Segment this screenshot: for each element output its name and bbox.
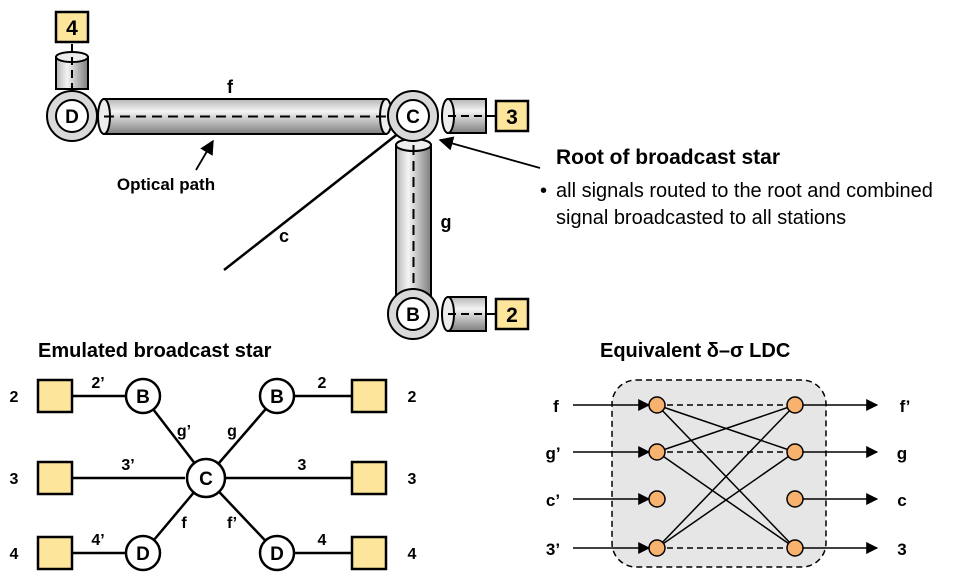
station4-link-cylinder	[55, 44, 89, 96]
emu-right-station-box	[350, 535, 388, 571]
fiber-g-cylinder	[395, 138, 432, 304]
emu-node-right-B: B	[258, 377, 296, 415]
root-note-title: Root of broadcast star	[556, 146, 781, 169]
emu-left-station-box	[36, 535, 74, 571]
fiber-g-label: g	[441, 212, 452, 232]
emu-left-station-3-label: 3	[10, 471, 19, 488]
emu-spoke-f-label: f	[181, 515, 187, 532]
optical-path-arrow	[195, 139, 214, 171]
emu-right-station-4-label: 4	[408, 546, 417, 563]
fiber-c-label: c	[279, 226, 289, 246]
root-arrow	[438, 136, 541, 169]
svg-text:B: B	[270, 387, 284, 408]
emu-node-right-D: D	[258, 534, 296, 572]
station-4-box	[54, 10, 90, 44]
emu-right-station-box	[350, 378, 388, 414]
bullet-dot: •	[540, 180, 548, 202]
optical-path-label: Optical path	[117, 175, 215, 194]
ldc-output-dot	[786, 539, 804, 557]
station3-link-cylinder	[441, 98, 496, 134]
top-network: 4 3 2 D C B f g c Optical path	[46, 10, 541, 340]
emu-left-station-4-label: 4	[10, 546, 19, 563]
ldc-input-dot	[648, 396, 666, 414]
emu-link-4prime-label: 4’	[91, 532, 104, 549]
emu-link-3-label: 3	[298, 457, 307, 474]
ldc-output-dot	[786, 490, 804, 508]
node-D: D	[46, 90, 98, 142]
emu-node-left-D: D	[124, 534, 162, 572]
fiber-f-cylinder	[97, 98, 393, 135]
node-C: C	[387, 90, 439, 142]
svg-text:D: D	[136, 544, 150, 565]
station-4-label: 4	[66, 17, 78, 40]
emu-spoke-gprime-label: g’	[177, 423, 191, 440]
ldc-output-label: c	[897, 491, 906, 510]
emu-left-station-box	[36, 378, 74, 414]
emu-left-station-2-label: 2	[10, 389, 19, 406]
station-2-box	[494, 297, 530, 331]
emu-left-station-box	[36, 460, 74, 496]
root-note-text: all signals routed to the root and combi…	[556, 180, 933, 229]
ldc-title: Equivalent δ–σ LDC	[600, 340, 791, 362]
svg-text:B: B	[136, 387, 150, 408]
station-3-box	[494, 99, 530, 133]
ldc-output-label: 3	[897, 540, 906, 559]
emu-link-2-label: 2	[318, 375, 327, 392]
svg-text:D: D	[270, 544, 284, 565]
ldc-input-dot	[648, 443, 666, 461]
ldc-output-dot	[786, 396, 804, 414]
ldc-box	[611, 379, 827, 568]
emu-right-station-3-label: 3	[408, 471, 417, 488]
emu-link-3prime-label: 3’	[121, 457, 134, 474]
fiber-f-label: f	[227, 77, 234, 97]
station-2-label: 2	[506, 304, 518, 327]
ldc-output-dot	[786, 443, 804, 461]
ldc-diagram: f g’ c’ 3’ f’ g c 3	[545, 379, 911, 568]
ldc-input-label: f	[553, 397, 559, 416]
emu-node-center-C: C	[185, 457, 227, 499]
emu-spoke-g-label: g	[227, 423, 237, 440]
emu-link-2prime-label: 2’	[91, 375, 104, 392]
ldc-input-label: g’	[545, 444, 560, 463]
emulated-star-title: Emulated broadcast star	[38, 340, 272, 362]
ldc-output-label: g	[897, 444, 907, 463]
emulated-star: 2 3 4 2 3 4 B D B D	[10, 375, 417, 572]
ldc-input-dot	[648, 490, 666, 508]
emu-spoke-fprime-label: f’	[227, 515, 237, 532]
ldc-input-dot	[648, 539, 666, 557]
emu-right-station-box	[350, 460, 388, 496]
svg-text:C: C	[199, 469, 213, 490]
emu-node-left-B: B	[124, 377, 162, 415]
station2-link-cylinder	[441, 296, 496, 332]
emu-link-4-label: 4	[318, 532, 327, 549]
node-B-label: B	[406, 305, 420, 326]
station-3-label: 3	[506, 106, 518, 129]
fiber-c-line	[223, 128, 405, 271]
ldc-output-label: f’	[900, 397, 911, 416]
node-D-label: D	[65, 107, 79, 128]
node-C-label: C	[406, 107, 420, 128]
emu-right-station-2-label: 2	[408, 389, 417, 406]
ldc-input-label: 3’	[546, 540, 560, 559]
node-B: B	[387, 288, 439, 340]
ldc-input-label: c’	[546, 491, 560, 510]
